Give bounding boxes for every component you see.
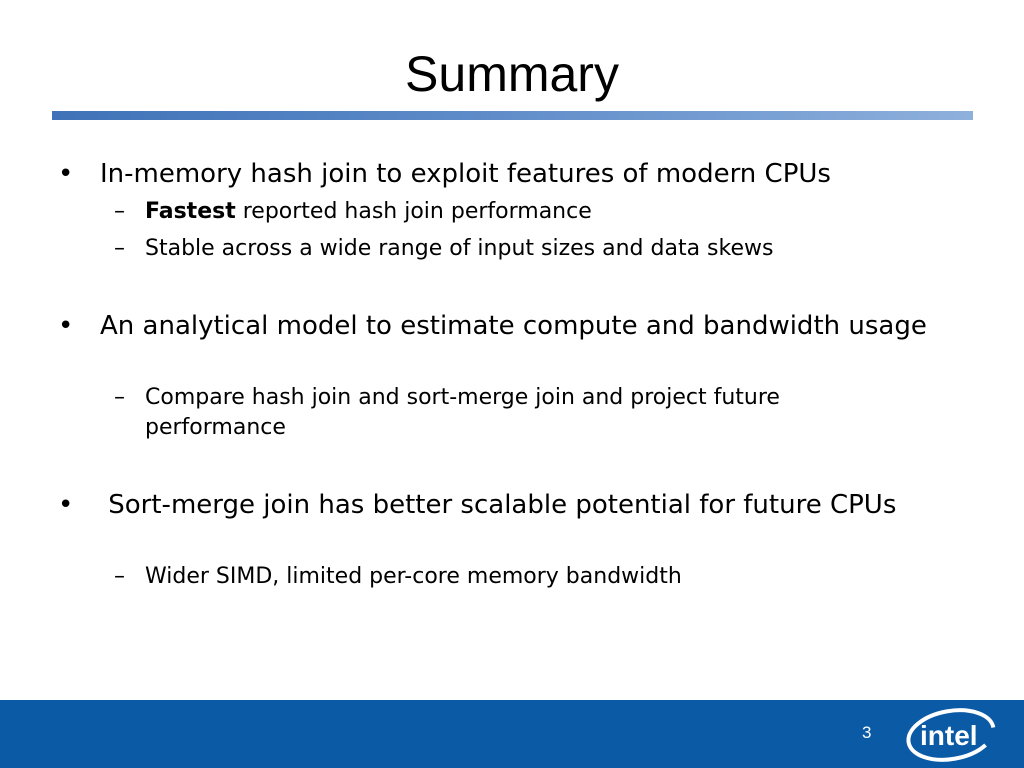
sub-bullet-marker: – [114,199,125,224]
sub-bullet-text: reported hash join performance [235,199,592,224]
sub-bullet-item: Fastest reported hash join performance [145,197,965,227]
page-number: 3 [862,723,872,742]
sub-bullet-marker: – [114,385,125,410]
bullet-marker: • [58,159,74,189]
sub-bullet-marker: – [114,236,125,261]
intel-logo-text: intel [920,720,978,751]
sub-bullet-marker: – [114,564,125,589]
intel-logo-icon: intel [906,708,996,762]
slide-title: Summary [405,46,619,102]
bullet-item: Sort-merge join has better scalable pote… [100,490,897,520]
bullet-item: In-memory hash join to exploit features … [100,159,831,189]
sub-bullet-bold: Fastest [145,199,236,224]
title-underline [52,111,973,120]
sub-bullet-item: Wider SIMD, limited per-core memory band… [145,564,682,589]
footer-bar [0,700,1024,768]
bullet-item: An analytical model to estimate compute … [100,311,927,341]
bullet-marker: • [58,490,74,520]
sub-bullet-item: Compare hash join and sort-merge join an… [145,385,780,440]
bullet-marker: • [58,311,74,341]
sub-bullet-item: Stable across a wide range of input size… [145,236,774,261]
